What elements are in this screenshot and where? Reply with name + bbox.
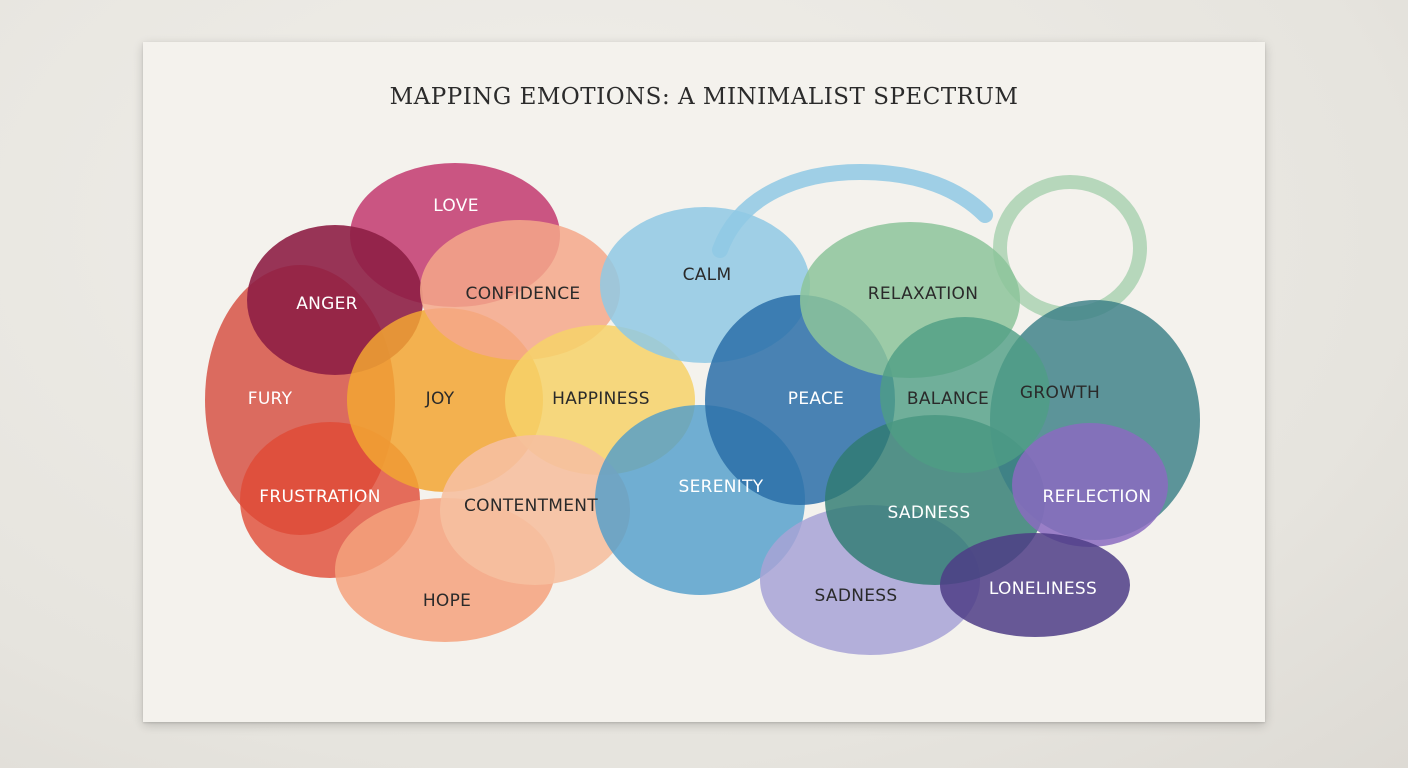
label-hope: HOPE bbox=[423, 591, 471, 611]
label-loneliness: LONELINESS bbox=[989, 579, 1097, 599]
label-reflection: REFLECTION bbox=[1043, 487, 1152, 507]
label-growth: GROWTH bbox=[1020, 383, 1100, 403]
label-calm: CALM bbox=[683, 265, 732, 285]
label-joy: JOY bbox=[425, 389, 455, 409]
label-confidence: CONFIDENCE bbox=[466, 284, 581, 304]
label-relaxation: RELAXATION bbox=[868, 284, 979, 304]
growth-ring bbox=[993, 175, 1147, 321]
contentment-blob bbox=[440, 435, 630, 585]
label-contentment: CONTENTMENT bbox=[464, 496, 598, 516]
blob-layer bbox=[205, 163, 1200, 655]
label-layer: LOVE ANGER CONFIDENCE CALM RELAXATION FU… bbox=[248, 196, 1152, 611]
balance-blob bbox=[880, 317, 1050, 473]
label-love: LOVE bbox=[433, 196, 479, 216]
reflection-blob bbox=[1012, 423, 1168, 547]
diagram-title: MAPPING EMOTIONS: A MINIMALIST SPECTRUM bbox=[389, 84, 1019, 110]
label-sadness-lavender: SADNESS bbox=[815, 586, 898, 606]
label-fury: FURY bbox=[248, 389, 293, 409]
calm-ring bbox=[712, 163, 993, 258]
loneliness-blob bbox=[940, 533, 1130, 637]
label-frustration: FRUSTRATION bbox=[259, 487, 380, 507]
label-serenity: SERENITY bbox=[679, 477, 764, 497]
label-sadness-green: SADNESS bbox=[888, 503, 971, 523]
label-happiness: HAPPINESS bbox=[552, 389, 650, 409]
label-balance: BALANCE bbox=[907, 389, 989, 409]
label-peace: PEACE bbox=[788, 389, 844, 409]
label-anger: ANGER bbox=[296, 294, 358, 314]
confidence-blob bbox=[420, 220, 620, 360]
